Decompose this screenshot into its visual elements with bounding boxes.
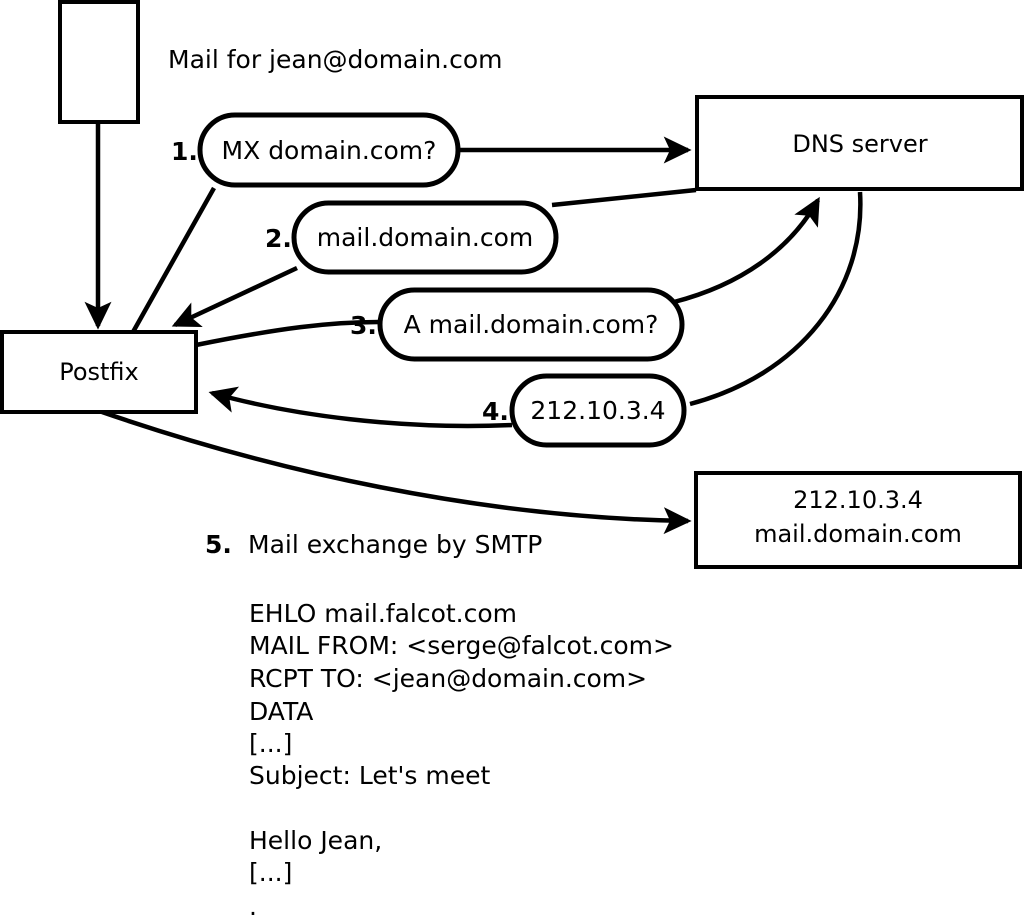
- transcript-line: [...]: [249, 858, 292, 887]
- transcript-line: Hello Jean,: [249, 826, 382, 855]
- step-3-bubble: [377, 287, 685, 362]
- mail-server-hostname: mail.domain.com: [754, 520, 962, 548]
- smtp-transcript: EHLO mail.falcot.com MAIL FROM: <serge@f…: [249, 599, 674, 919]
- step-1-text: MX domain.com?: [222, 136, 437, 165]
- edge-dns-to-step2: [551, 187, 697, 208]
- transcript-line: RCPT TO: <jean@domain.com>: [249, 664, 647, 693]
- step-1-bubble: [197, 112, 461, 188]
- step-3-number: 3.: [350, 311, 377, 340]
- transcript-line: MAIL FROM: <serge@falcot.com>: [249, 631, 674, 660]
- step-4-bubble: [509, 373, 687, 448]
- step-5-number: 5.: [205, 530, 232, 559]
- dns-server-box: [695, 95, 1024, 191]
- transcript-line: Subject: Let's meet: [249, 761, 490, 790]
- edge-step2-to-postfix: [171, 265, 298, 328]
- step-4-text: 212.10.3.4: [530, 396, 665, 425]
- edge-step3-to-dns: [673, 196, 820, 305]
- edge-step4-to-postfix: [208, 386, 513, 429]
- step-2-text: mail.domain.com: [317, 223, 533, 252]
- transcript-line: .: [249, 892, 257, 919]
- transcript-line: EHLO mail.falcot.com: [249, 599, 517, 628]
- step-1-number: 1.: [171, 137, 198, 166]
- step-2-number: 2.: [265, 224, 292, 253]
- step-4-number: 4.: [482, 397, 509, 426]
- postfix-label: Postfix: [59, 358, 139, 386]
- edge-postfix-to-step3: [195, 319, 380, 348]
- mail-server-ip: 212.10.3.4: [793, 486, 923, 514]
- edge-dns-to-step4: [689, 191, 863, 407]
- sender-box: [58, 0, 140, 124]
- mail-server-box: [694, 471, 1022, 569]
- edge-postfix-to-step1: [131, 186, 216, 334]
- mail-for-note: Mail for jean@domain.com: [168, 45, 503, 74]
- edge-postfix-to-mailserver: [101, 409, 692, 535]
- step-5-text: Mail exchange by SMTP: [248, 530, 542, 559]
- dns-server-label: DNS server: [792, 130, 927, 158]
- transcript-line: DATA: [249, 697, 313, 726]
- transcript-line: [...]: [249, 729, 292, 758]
- step-3-text: A mail.domain.com?: [404, 310, 659, 339]
- step-2-bubble: [291, 200, 559, 275]
- postfix-box: [0, 330, 198, 414]
